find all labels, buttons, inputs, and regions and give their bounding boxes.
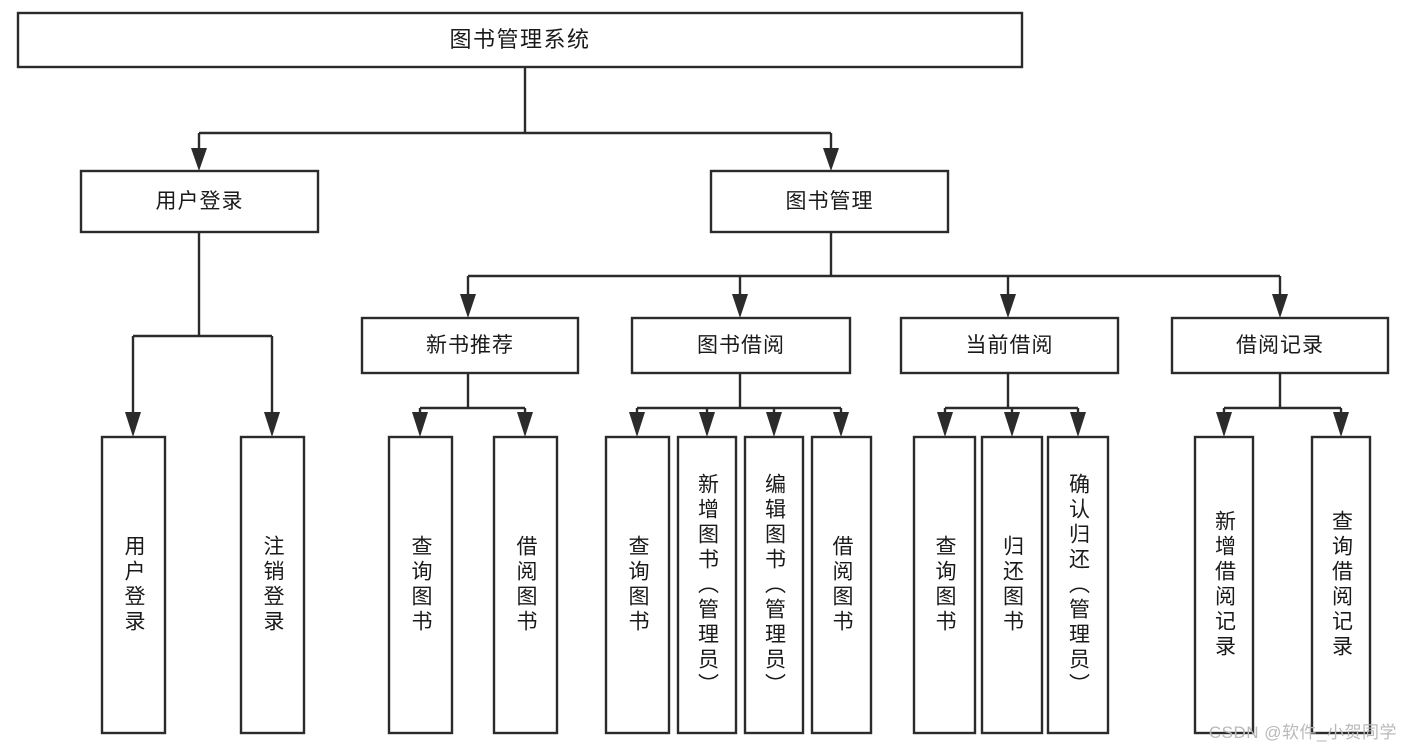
node-box-leaf-query-record[interactable] <box>1310 435 1372 735</box>
node-box-leaf-user-logout[interactable] <box>239 435 306 735</box>
arrowhead-book-management <box>823 148 839 171</box>
node-box-book-management[interactable] <box>709 169 950 234</box>
arrowhead-borrow-record <box>1272 294 1288 318</box>
arrowhead-leaf-query-book-3 <box>937 412 953 437</box>
arrowhead-leaf-user-login <box>125 412 141 437</box>
arrowhead-leaf-return-book <box>1004 412 1020 437</box>
node-box-leaf-borrow-book-1[interactable] <box>492 435 559 735</box>
arrowhead-leaf-confirm-return <box>1070 412 1086 437</box>
node-box-root[interactable] <box>16 11 1024 69</box>
node-box-leaf-borrow-book-2[interactable] <box>810 435 873 735</box>
node-box-leaf-add-record[interactable] <box>1193 435 1255 735</box>
arrowhead-leaf-query-book-1 <box>412 412 428 437</box>
arrowhead-user-login <box>191 148 207 171</box>
arrowhead-leaf-add-record <box>1216 412 1232 437</box>
node-box-leaf-query-book-1[interactable] <box>387 435 454 735</box>
arrowhead-leaf-query-record <box>1333 412 1349 437</box>
arrowhead-leaf-borrow-book-2 <box>833 412 849 437</box>
node-box-leaf-add-book[interactable] <box>676 435 738 735</box>
node-box-user-login[interactable] <box>79 169 320 234</box>
node-box-current-borrow[interactable] <box>899 316 1120 375</box>
node-box-leaf-user-login[interactable] <box>100 435 167 735</box>
arrowhead-leaf-user-logout <box>264 412 280 437</box>
arrowhead-book-borrow <box>732 294 748 318</box>
node-box-borrow-record[interactable] <box>1170 316 1390 375</box>
node-box-leaf-return-book[interactable] <box>980 435 1044 735</box>
node-box-leaf-query-book-3[interactable] <box>912 435 977 735</box>
arrowhead-new-book-recommend <box>460 294 476 318</box>
node-box-leaf-confirm-return[interactable] <box>1046 435 1110 735</box>
node-box-new-book-recommend[interactable] <box>360 316 580 375</box>
node-box-book-borrow[interactable] <box>630 316 852 375</box>
arrowhead-leaf-query-book-2 <box>629 412 645 437</box>
arrowhead-leaf-borrow-book-1 <box>517 412 533 437</box>
arrowhead-current-borrow <box>1000 294 1016 318</box>
node-box-leaf-edit-book[interactable] <box>743 435 805 735</box>
node-box-leaf-query-book-2[interactable] <box>604 435 671 735</box>
arrowhead-leaf-edit-book <box>766 412 782 437</box>
arrowhead-leaf-add-book <box>699 412 715 437</box>
